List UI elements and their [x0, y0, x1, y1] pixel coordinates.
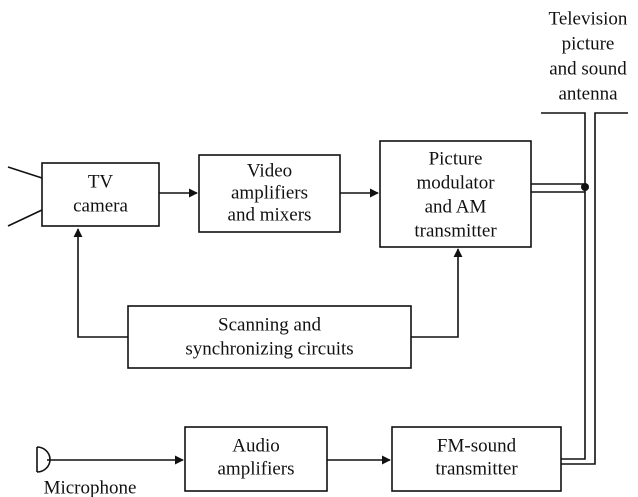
tv-camera-block: TV camera	[41, 162, 160, 227]
antenna-junction-dot	[581, 183, 589, 191]
audio-amplifiers-block: Audio amplifiers	[184, 426, 328, 492]
video-amplifiers-label: Video	[247, 160, 292, 181]
tv-camera-box	[41, 162, 160, 227]
camera-lens-lines	[7, 166, 43, 227]
antenna-label: Television picture and sound antenna	[549, 8, 628, 104]
microphone-icon	[36, 446, 51, 473]
video-amplifiers-box	[198, 154, 341, 233]
picture-modulator-box	[379, 140, 532, 248]
tv-camera-label: camera	[73, 195, 128, 216]
antenna-label-line: Television	[549, 8, 628, 29]
antenna-left-conductor	[541, 112, 586, 460]
picture-modulator-label: Picture	[429, 148, 483, 169]
picture-modulator-label: and AM	[425, 196, 487, 217]
scanning-circuits-block: Scanning and synchronizing circuits	[127, 305, 412, 369]
microphone-label: Microphone	[44, 477, 137, 497]
scanning-circuits-label: Scanning and	[218, 314, 321, 335]
audio-amplifiers-label: Audio	[232, 435, 280, 456]
scanning-circuits-label: synchronizing circuits	[185, 338, 353, 359]
antenna-label-line: and sound	[549, 58, 627, 79]
antenna-label-line: picture	[562, 33, 615, 54]
audio-amplifiers-box	[184, 426, 328, 492]
antenna	[541, 112, 628, 465]
video-amplifiers-block: Video amplifiers and mixers	[198, 154, 341, 233]
picture-modulator-label: transmitter	[414, 220, 497, 241]
antenna-right-conductor	[561, 112, 628, 465]
fm-transmitter-label: transmitter	[435, 458, 518, 479]
scanning-to-modulator-arrow	[411, 248, 463, 338]
antenna-label-line: antenna	[558, 83, 618, 104]
video-amplifiers-label: amplifiers	[231, 182, 308, 203]
picture-modulator-block: Picture modulator and AM transmitter	[379, 140, 532, 248]
modulator-output-lines	[531, 183, 585, 193]
video-amplifiers-label: and mixers	[228, 204, 312, 225]
fm-transmitter-box	[391, 426, 562, 492]
audio-amplifiers-label: amplifiers	[217, 458, 294, 479]
tv-camera-label: TV	[88, 171, 114, 192]
fm-transmitter-label: FM-sound	[437, 435, 517, 456]
picture-modulator-label: modulator	[416, 172, 495, 193]
scanning-to-camera-arrow	[73, 228, 128, 338]
fm-transmitter-block: FM-sound transmitter	[391, 426, 562, 492]
